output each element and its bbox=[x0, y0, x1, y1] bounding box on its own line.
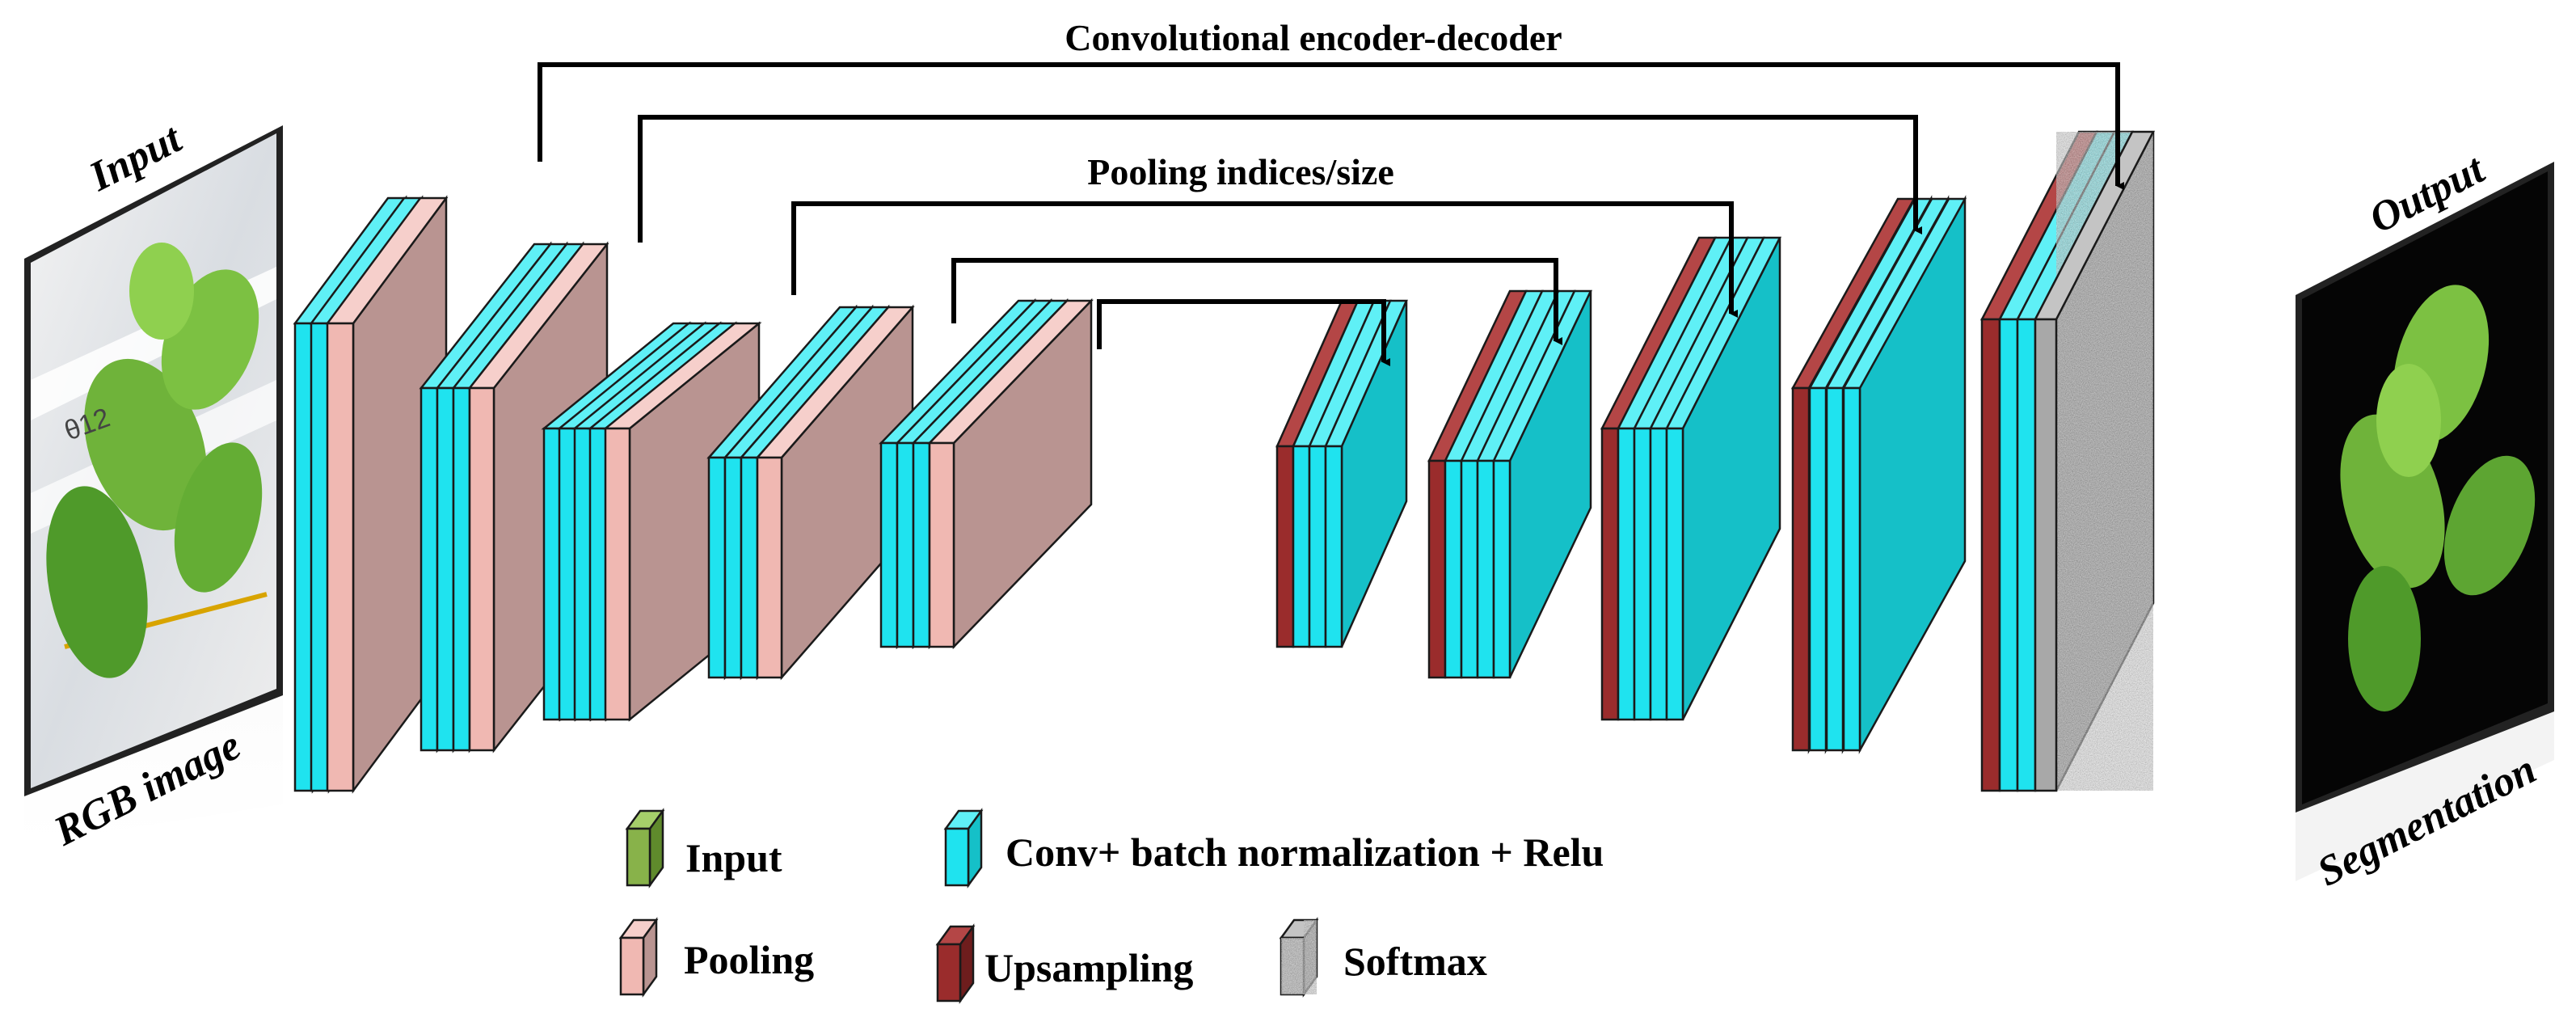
skip-connection-2 bbox=[638, 115, 1922, 243]
pooling-layer bbox=[927, 298, 1094, 650]
decoder-block-4 bbox=[1790, 195, 1967, 754]
segmented-plant bbox=[2340, 285, 2536, 711]
legend-softmax-label: Softmax bbox=[1343, 939, 1487, 984]
legend bbox=[618, 808, 1319, 1004]
encoder-block-5 bbox=[879, 298, 1094, 650]
input-image-panel: θ12 Input RGB image bbox=[24, 115, 283, 855]
softmax-layer bbox=[2033, 130, 2156, 792]
conv-layer bbox=[1841, 195, 1967, 754]
legend-pooling-icon bbox=[618, 917, 659, 998]
legend-input-icon bbox=[625, 808, 665, 889]
output-image-panel: Output Segmentation bbox=[2296, 146, 2554, 896]
encoder-block-1 bbox=[293, 195, 449, 794]
legend-conv-label: Conv+ batch normalization + Relu bbox=[1006, 829, 1604, 875]
legend-upsampling-label: Upsampling bbox=[984, 945, 1194, 990]
skip-connection-5 bbox=[1097, 299, 1390, 366]
legend-pooling-label: Pooling bbox=[684, 937, 815, 982]
conv-layer bbox=[1664, 236, 1782, 721]
decoder-block-2 bbox=[1427, 289, 1592, 679]
skip-connections bbox=[538, 62, 2124, 366]
legend-upsampling-icon bbox=[935, 923, 976, 1004]
skip-connection-3 bbox=[791, 201, 1738, 318]
title-pooling-indices: Pooling indices/size bbox=[1087, 151, 1394, 192]
legend-softmax-icon bbox=[1279, 917, 1319, 998]
legend-conv-icon bbox=[943, 808, 984, 889]
encoder-block-4 bbox=[706, 304, 915, 681]
decoder-block-1 bbox=[1275, 299, 1408, 648]
skip-connection-1 bbox=[538, 62, 2124, 190]
title-encoder-decoder: Convolutional encoder-decoder bbox=[1065, 17, 1562, 58]
skip-connection-4 bbox=[951, 258, 1562, 345]
conv-layer bbox=[1492, 289, 1592, 679]
network-layers bbox=[293, 130, 2156, 794]
pooling-layer bbox=[755, 304, 915, 681]
legend-input-label: Input bbox=[685, 835, 782, 880]
plant-photo bbox=[46, 243, 263, 678]
decoder-block-3 bbox=[1600, 236, 1782, 721]
decoder-block-5 bbox=[1979, 130, 2156, 792]
